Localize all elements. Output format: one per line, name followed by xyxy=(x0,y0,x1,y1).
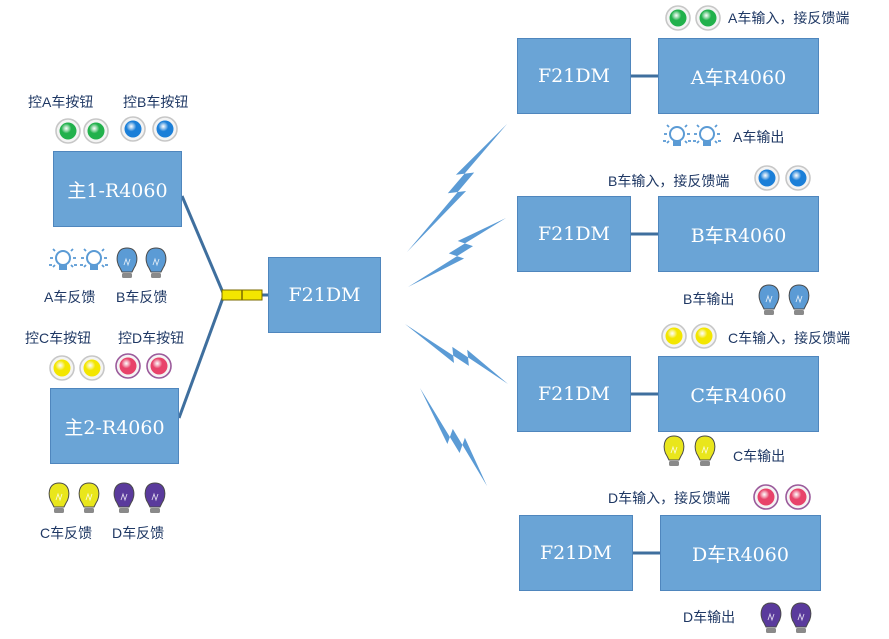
light-bulb-icon xyxy=(663,435,685,466)
hub-box: F21DM xyxy=(268,257,381,333)
label-d-input: D车输入，接反馈端 xyxy=(608,490,731,506)
light-bulb-off-icon xyxy=(49,248,77,270)
light-bulb-icon xyxy=(788,284,810,315)
light-bulb-icon xyxy=(116,247,138,278)
lightning-bolt-icon xyxy=(405,324,508,384)
label-ctrl-d-button: 控D车按钮 xyxy=(118,330,185,346)
light-bulb-icon xyxy=(144,482,166,513)
label-c-input: C车输入，接反馈端 xyxy=(728,330,851,346)
label-ctrl-b-button: 控B车按钮 xyxy=(123,94,189,110)
indicator-light-icon xyxy=(665,5,691,31)
lightning-bolt-icon xyxy=(407,124,507,252)
c-radio-box: F21DM xyxy=(517,356,631,432)
b-radio-box: F21DM xyxy=(517,196,631,272)
indicator-light-icon xyxy=(785,165,811,191)
label-ctrl-c-button: 控C车按钮 xyxy=(25,330,92,346)
d-car-box: D车R4060 xyxy=(660,515,821,591)
light-bulb-icon xyxy=(758,284,780,315)
indicator-light-icon xyxy=(785,484,811,510)
label-b-output: B车输出 xyxy=(683,291,735,307)
indicator-light-icon xyxy=(691,323,717,349)
connector-icon xyxy=(221,289,263,301)
indicator-light-icon xyxy=(120,116,146,142)
label-b-feedback: B车反馈 xyxy=(116,289,168,305)
light-bulb-icon xyxy=(113,482,135,513)
label-c-feedback: C车反馈 xyxy=(40,525,93,541)
light-bulb-icon xyxy=(694,435,716,466)
light-bulb-off-icon xyxy=(663,124,691,146)
lightning-bolt-icon xyxy=(420,388,487,486)
indicator-light-icon xyxy=(661,323,687,349)
indicator-light-icon xyxy=(152,116,178,142)
indicator-light-icon xyxy=(79,355,105,381)
lightning-bolt-icon xyxy=(408,218,506,287)
indicator-light-icon xyxy=(753,484,779,510)
main2-box: 主2-R4060 xyxy=(50,388,179,464)
d-radio-box: F21DM xyxy=(519,515,633,591)
indicator-light-icon xyxy=(49,355,75,381)
indicator-light-icon xyxy=(146,353,172,379)
a-car-box: A车R4060 xyxy=(658,38,819,114)
label-d-feedback: D车反馈 xyxy=(112,525,165,541)
indicator-light-icon xyxy=(695,5,721,31)
label-ctrl-a-button: 控A车按钮 xyxy=(28,94,94,110)
link-main2-hub xyxy=(177,294,226,419)
label-d-output: D车输出 xyxy=(683,609,736,625)
indicator-light-icon xyxy=(55,118,81,144)
light-bulb-off-icon xyxy=(80,248,108,270)
link-main1-hub xyxy=(180,195,226,296)
label-c-output: C车输出 xyxy=(733,448,786,464)
c-car-box: C车R4060 xyxy=(658,356,819,432)
light-bulb-icon xyxy=(760,602,782,633)
label-b-input: B车输入，接反馈端 xyxy=(608,173,730,189)
label-a-output: A车输出 xyxy=(733,129,785,145)
label-a-input: A车输入，接反馈端 xyxy=(728,10,850,26)
light-bulb-icon xyxy=(78,482,100,513)
a-radio-box: F21DM xyxy=(517,38,631,114)
b-car-box: B车R4060 xyxy=(658,196,819,272)
light-bulb-off-icon xyxy=(693,124,721,146)
indicator-light-icon xyxy=(83,118,109,144)
light-bulb-icon xyxy=(48,482,70,513)
light-bulb-icon xyxy=(790,602,812,633)
main1-box: 主1-R4060 xyxy=(53,151,182,227)
indicator-light-icon xyxy=(754,165,780,191)
label-a-feedback: A车反馈 xyxy=(44,289,96,305)
light-bulb-icon xyxy=(145,247,167,278)
indicator-light-icon xyxy=(115,353,141,379)
